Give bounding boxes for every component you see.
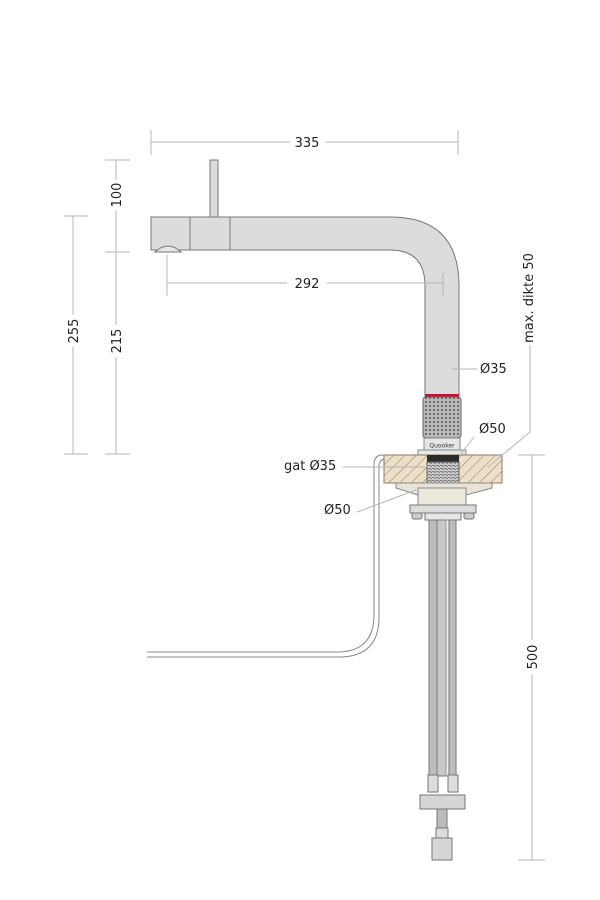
dimension-label: 255 [67,319,82,344]
countertop-section [383,454,503,484]
callout-flange-diameter: Ø50 [324,489,417,518]
aerator [153,245,183,253]
dimension-label: Ø35 [480,362,507,377]
callout-hole: gat Ø35 [284,459,428,474]
max-thickness-callout: max. dikte 50 [487,253,537,468]
callout-collar-diameter: Ø50 [459,422,506,456]
callout-tube-diameter: Ø35 [452,362,507,377]
knurled-nut [422,396,462,439]
dimension-label: 335 [295,136,320,151]
dimension-reach: 292 [166,255,444,296]
dimension-lever-height: 100 [105,159,130,253]
dimension-label: 215 [110,329,125,354]
dimension-total-height: 255 [64,215,88,455]
dimension-label: 292 [295,277,320,292]
dimension-below-counter: 500 [518,454,545,861]
dimension-label: Ø50 [324,503,351,518]
dimension-spout-height: 215 [105,252,130,455]
mounting-flange [395,482,493,521]
spray-hose [147,454,395,658]
dimension-label: max. dikte 50 [522,253,537,343]
brand-logo: Quooker [429,443,455,450]
accent-band [425,394,459,397]
faucet-spout [150,159,460,397]
supply-hoses [419,519,466,861]
dimension-label: gat Ø35 [284,459,336,474]
dimension-label: 100 [110,183,125,208]
washer [417,449,467,456]
dimension-width-total: 335 [150,130,459,155]
dimension-label: Ø50 [479,422,506,437]
dimension-label: 500 [526,645,541,670]
